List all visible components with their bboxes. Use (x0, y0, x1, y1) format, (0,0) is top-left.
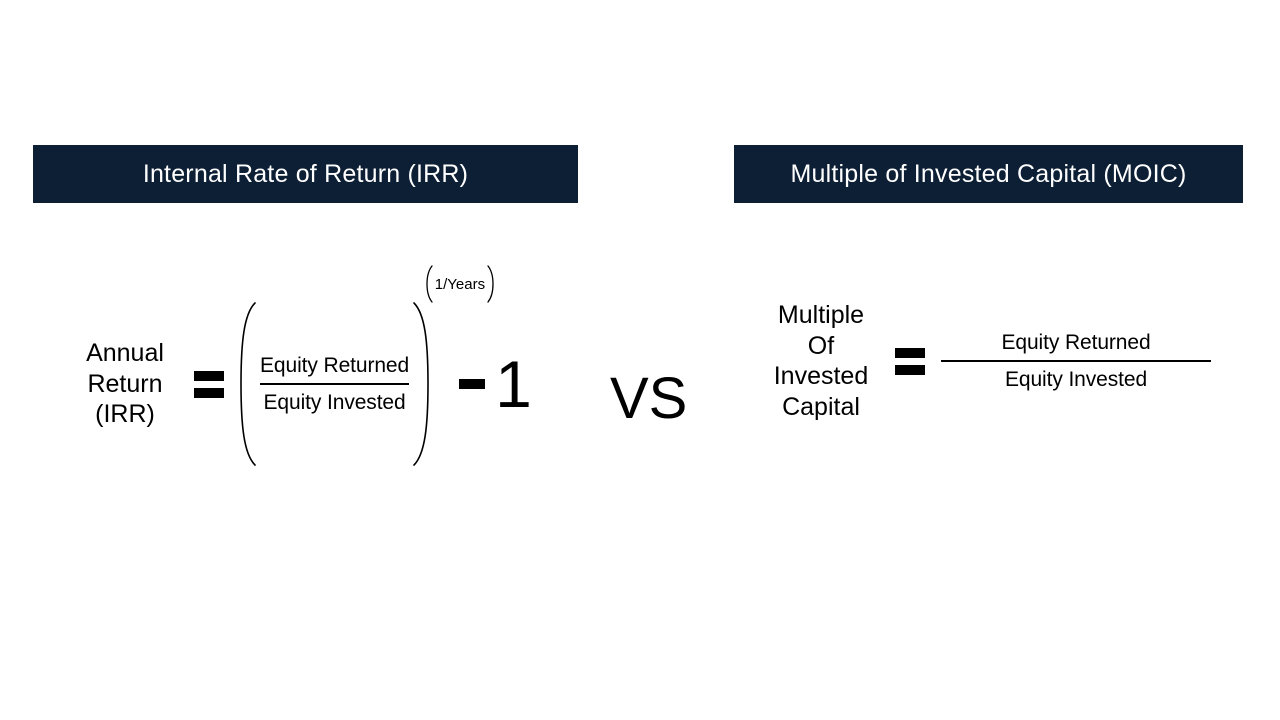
equals-bar-top (895, 347, 925, 358)
exponent-open-paren-icon (426, 265, 433, 303)
irr-left-side-line-2: Return (87, 369, 163, 398)
moic-equals-sign (895, 347, 925, 375)
irr-fraction: Equity Returned Equity Invested (260, 354, 409, 415)
irr-left-side-line-1: Annual (86, 339, 164, 368)
irr-equals-sign (194, 370, 224, 398)
irr-fraction-bar (260, 382, 410, 385)
moic-left-side-line-3: Invested (773, 362, 869, 390)
comparator-vs-label: VS (610, 366, 688, 431)
irr-exponent-text: 1/Years (434, 275, 486, 293)
irr-minus-sign (459, 379, 486, 389)
banner-irr-title: Internal Rate of Return (IRR) (142, 159, 469, 188)
equals-bar-bottom (194, 387, 224, 398)
equals-bar-top (194, 370, 224, 381)
irr-fraction-denominator: Equity Invested (263, 390, 406, 414)
moic-fraction-denominator: Equity Invested (1004, 367, 1148, 391)
irr-left-side-line-3: (IRR) (95, 400, 155, 429)
irr-constant-one: 1 (495, 347, 532, 421)
irr-exponent: 1/Years (425, 264, 495, 304)
moic-fraction: Equity Returned Equity Invested (941, 331, 1211, 392)
moic-left-side-line-4: Capital (782, 392, 860, 421)
group-open-paren-icon (240, 302, 256, 466)
irr-fraction-numerator: Equity Returned (260, 353, 410, 377)
banner-multiple-of-invested-capital: Multiple of Invested Capital (MOIC) (734, 145, 1243, 203)
banner-moic-title: Multiple of Invested Capital (MOIC) (790, 159, 1187, 188)
moic-fraction-numerator: Equity Returned (1001, 330, 1151, 354)
moic-left-side-label: Multiple Of Invested Capital (762, 300, 880, 422)
moic-fraction-bar (941, 359, 1211, 362)
equals-bar-bottom (895, 364, 925, 375)
formula-irr: Annual Return (IRR) Equity Returned Equi… (70, 265, 532, 468)
moic-left-side-line-1: Multiple (777, 301, 865, 329)
moic-left-side-line-2: Of (807, 331, 835, 360)
group-close-paren-icon (413, 302, 429, 466)
exponent-close-paren-icon (487, 265, 494, 303)
irr-parenthesized-group: Equity Returned Equity Invested 1/Years (236, 265, 494, 468)
irr-left-side-label: Annual Return (IRR) (70, 338, 180, 430)
formula-moic: Multiple Of Invested Capital Equity Retu… (762, 300, 1211, 422)
banner-internal-rate-of-return: Internal Rate of Return (IRR) (33, 145, 578, 203)
